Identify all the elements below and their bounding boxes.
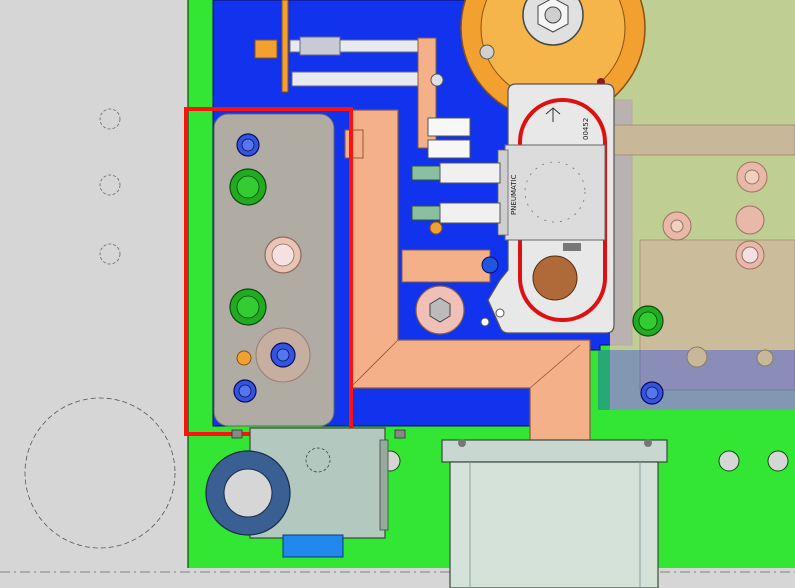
motor-screw [394, 429, 406, 439]
blue-bolt-core [276, 348, 290, 362]
motor-hole-outline [305, 447, 331, 473]
green-thread [411, 205, 443, 221]
copper-countersink-core [271, 243, 295, 267]
bracket-screw [430, 73, 444, 87]
copper-bolt-right-core [741, 246, 759, 264]
pneumatic-valve-body [504, 144, 606, 241]
tab-pin [481, 256, 499, 274]
valve-dial [524, 161, 586, 223]
flange-screw [644, 439, 652, 447]
plate-hole [495, 308, 505, 318]
frame-hole [718, 450, 740, 472]
blue-bolt-right-core [645, 386, 659, 400]
frame-hole [767, 450, 789, 472]
upper-rod-fitting [299, 36, 341, 56]
reference-hole [99, 174, 121, 196]
reference-hole [99, 108, 121, 130]
valve-side [497, 149, 509, 236]
fitting-block-lower [427, 139, 471, 159]
green-bolt-right-core [638, 311, 658, 331]
brown-piston [532, 255, 578, 301]
part-number-label: 00452 [582, 118, 590, 140]
reference-circle-large [24, 397, 176, 549]
blue-bolt-core [241, 138, 255, 152]
gear-pin [479, 44, 495, 60]
rod-nut [254, 39, 278, 59]
valve-label: PNEUMATIC [510, 174, 518, 215]
small-orange-nut [429, 221, 443, 235]
copper-bolt-right-core [670, 219, 684, 233]
blue-connector [282, 534, 344, 558]
arrow-head [545, 107, 561, 115]
motor-screw [231, 429, 243, 439]
reference-hole [99, 243, 121, 265]
green-thread [411, 165, 443, 181]
cylinder-body [449, 461, 659, 588]
blue-bolt-core [238, 384, 252, 398]
motor-side [379, 439, 389, 531]
bracket-crease [529, 344, 581, 389]
bracket-hinge [344, 129, 364, 159]
piston-clip [563, 243, 581, 251]
hex-nut-bore [544, 6, 562, 24]
flange-screw [458, 439, 466, 447]
steel-ring-bore [223, 468, 273, 518]
right-rail [611, 124, 795, 156]
right-hole [756, 349, 774, 367]
washer-nut [429, 297, 451, 323]
copper-bolt-right-core [744, 169, 760, 185]
fitting-block-upper [427, 117, 471, 137]
lower-rod [291, 71, 423, 87]
orange-pin [236, 350, 252, 366]
orange-rod [281, 0, 289, 93]
green-bolt-core [236, 295, 260, 319]
cylinder-flange [441, 439, 668, 463]
copper-bolt-right [735, 205, 765, 235]
right-hole [686, 346, 708, 368]
copper-tab [401, 249, 491, 283]
plate-hole [480, 317, 490, 327]
hose-fitting-upper [439, 162, 501, 184]
green-bolt-core [236, 175, 260, 199]
hose-fitting-lower [439, 202, 501, 224]
bracket-crease [349, 339, 399, 389]
